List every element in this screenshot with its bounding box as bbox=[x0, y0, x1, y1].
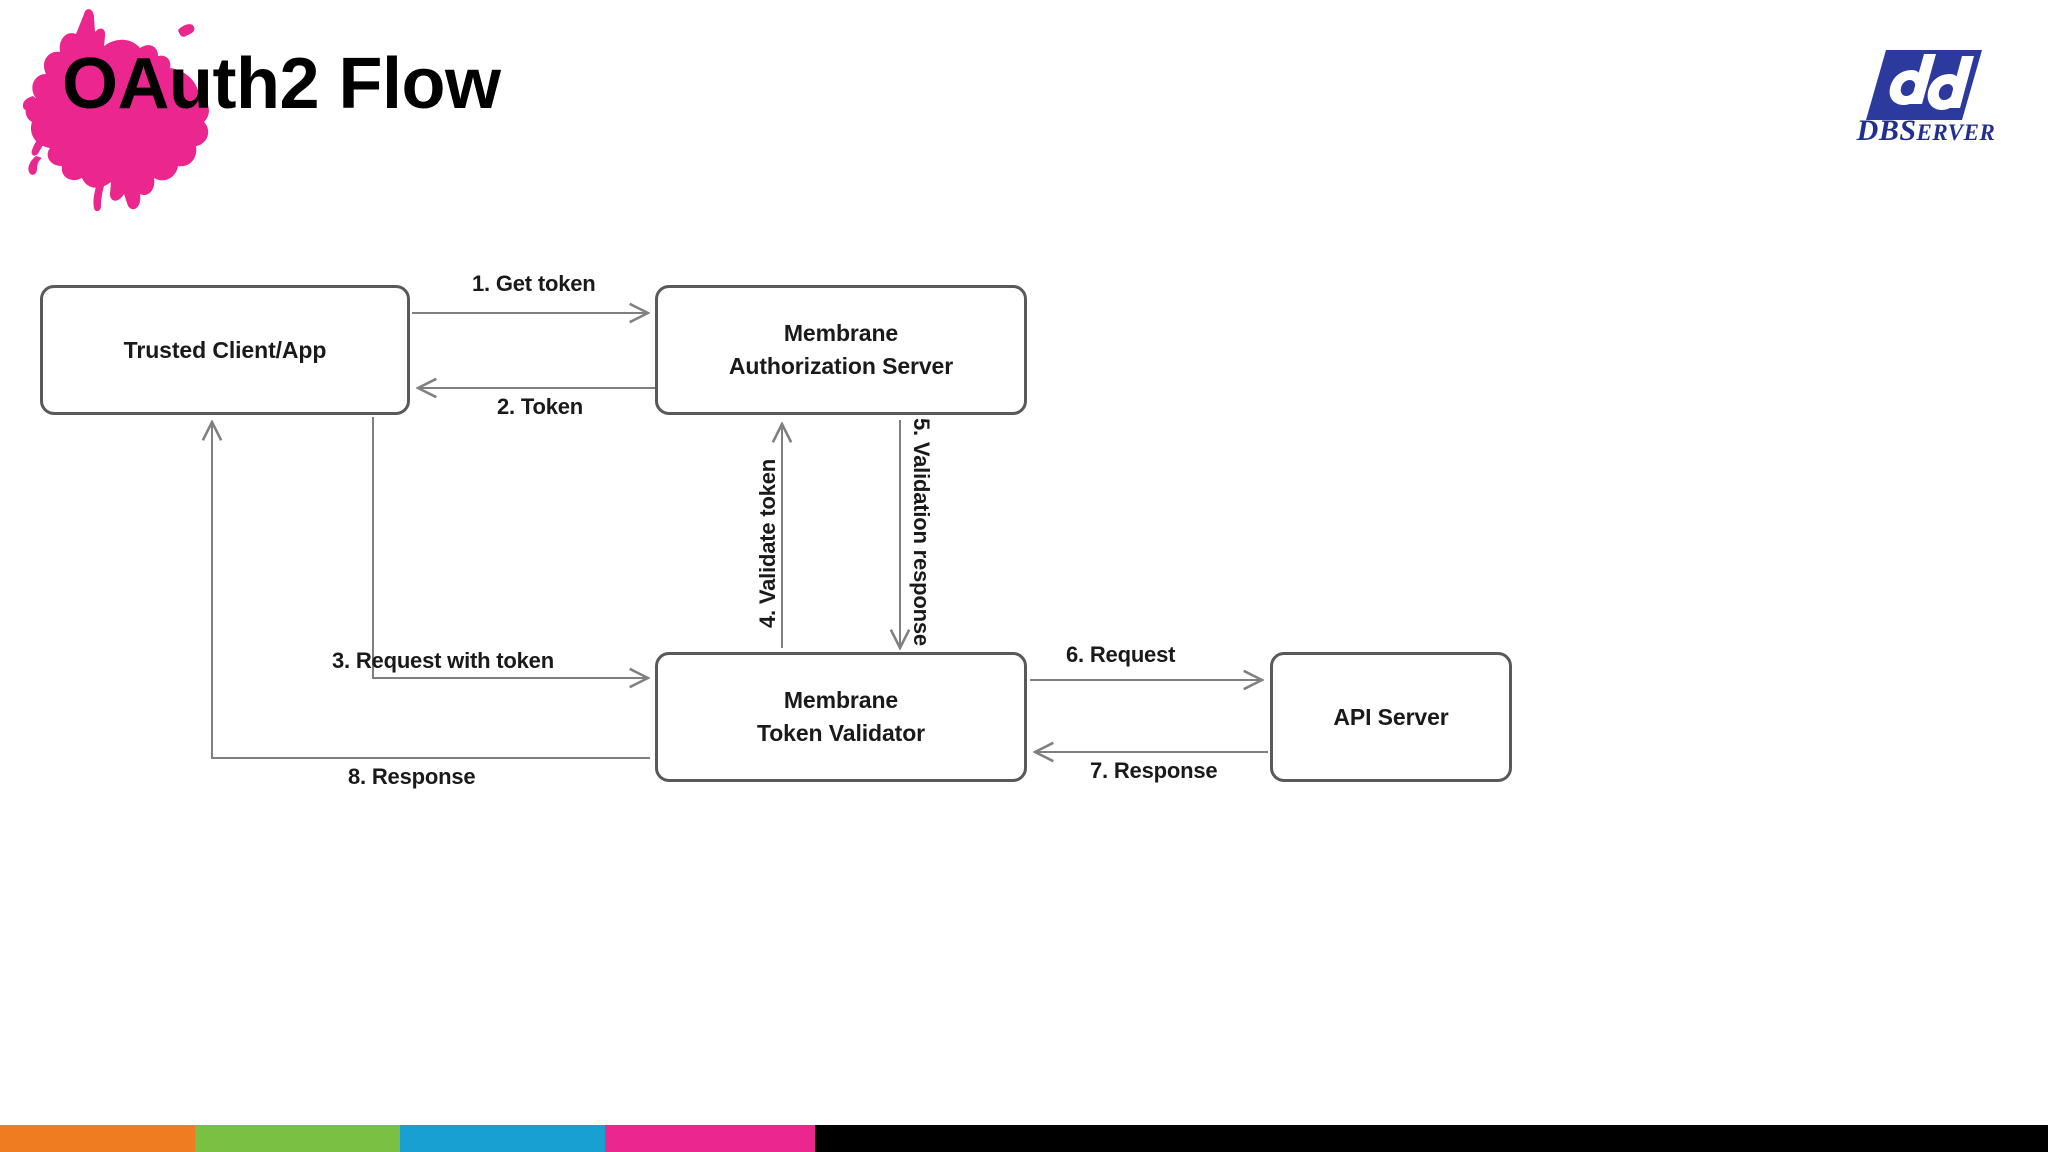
edge-label-3-request-with-token: 3. Request with token bbox=[332, 648, 554, 673]
edge-label-2-token: 2. Token bbox=[497, 394, 584, 419]
node-label-line2: Token Validator bbox=[756, 720, 926, 746]
footer-bar-segment-black bbox=[815, 1125, 2048, 1152]
node-membrane-token-validator[interactable]: Membrane Token Validator bbox=[655, 652, 1027, 782]
node-label-line1: Trusted Client/App bbox=[123, 336, 327, 363]
wordmark-d: D bbox=[1856, 114, 1879, 147]
ink-splat-decoration bbox=[22, 6, 222, 212]
node-label-line1: API Server bbox=[1333, 703, 1449, 730]
edge-label-7-response: 7. Response bbox=[1090, 758, 1218, 783]
edge-label-5-validation-response: 5. Validation response bbox=[909, 418, 934, 646]
footer-bar-segment-orange bbox=[0, 1125, 195, 1152]
edge-line-3 bbox=[372, 417, 648, 678]
footer-color-bar bbox=[0, 1125, 2048, 1152]
edge-label-6-request: 6. Request bbox=[1066, 642, 1176, 667]
node-trusted-client[interactable]: Trusted Client/App bbox=[40, 285, 410, 415]
footer-bar-segment-pink bbox=[605, 1125, 815, 1152]
wordmark-erver: ERVER bbox=[1916, 120, 1996, 145]
footer-bar-segment-green bbox=[195, 1125, 400, 1152]
db-logo-icon bbox=[1864, 48, 1984, 122]
wordmark-b: B bbox=[1878, 114, 1900, 147]
node-label-line1: Membrane bbox=[783, 320, 899, 347]
page-title: OAuth2 Flow bbox=[62, 44, 501, 124]
edge-label-8-response: 8. Response bbox=[348, 764, 476, 789]
footer-bar-segment-blue bbox=[400, 1125, 605, 1152]
node-api-server[interactable]: API Server bbox=[1270, 652, 1512, 782]
edge-label-4-validate-token: 4. Validate token bbox=[755, 458, 780, 628]
slide-header: OAuth2 Flow DBSERVER bbox=[0, 0, 2048, 212]
wordmark-s: S bbox=[1899, 114, 1917, 147]
dbserver-wordmark: DBSERVER bbox=[1826, 116, 2026, 146]
edge-line-8 bbox=[212, 422, 650, 759]
node-membrane-authorization-server[interactable]: Membrane Authorization Server bbox=[655, 285, 1027, 415]
edge-label-1-get-token: 1. Get token bbox=[472, 271, 596, 296]
node-label-line1: Membrane bbox=[783, 687, 899, 714]
node-label-line2: Authorization Server bbox=[728, 353, 954, 379]
dbserver-logo: DBSERVER bbox=[1826, 48, 2026, 152]
oauth2-flow-diagram: Trusted Client/App Membrane Authorizatio… bbox=[0, 200, 2048, 1100]
